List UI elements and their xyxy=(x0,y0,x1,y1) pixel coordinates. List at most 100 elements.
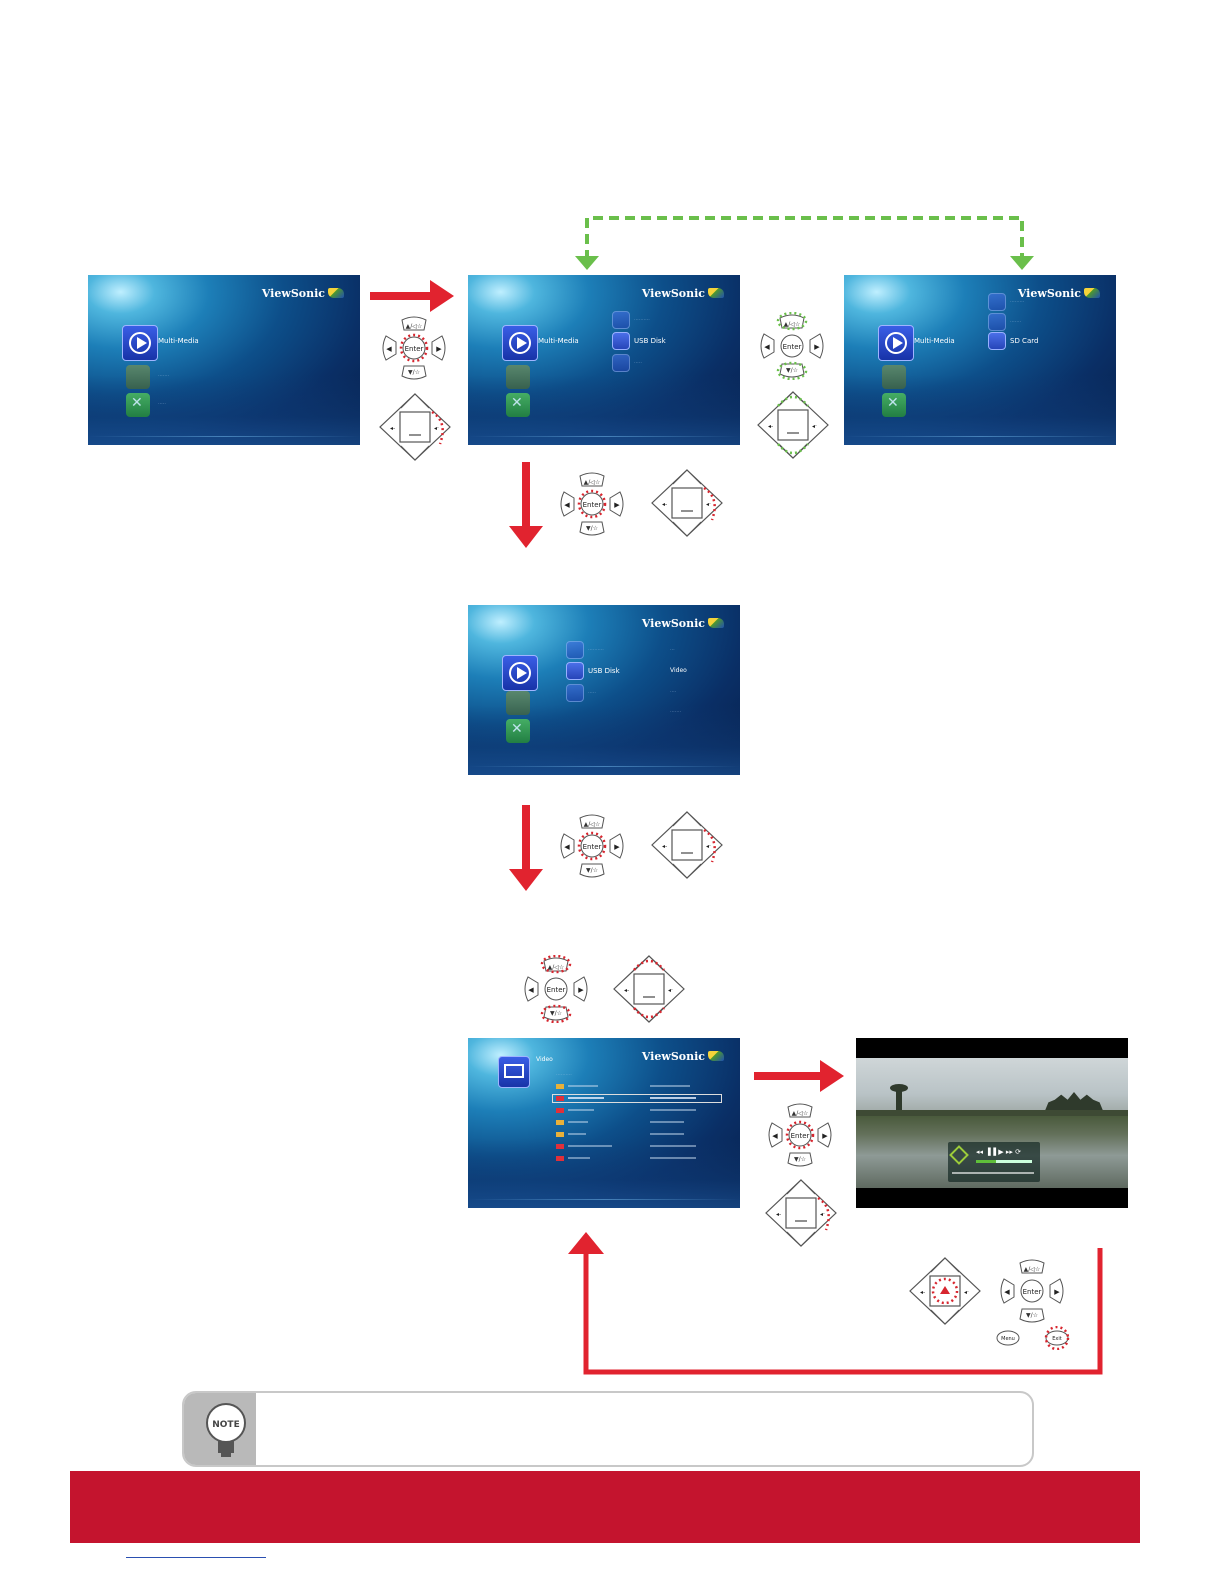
footer-link-underline xyxy=(126,1557,266,1558)
list-item[interactable] xyxy=(568,1085,598,1087)
svg-text:◀: ◀ xyxy=(564,843,570,851)
svg-text:◀: ◀ xyxy=(564,501,570,509)
svg-text:Enter: Enter xyxy=(405,345,424,353)
svg-text:◂-: ◂- xyxy=(624,987,629,994)
pad-right[interactable]: ◂- ◂· xyxy=(650,468,724,538)
keypad-enter[interactable]: ▲/◁☆ ▼/☆ ◀ ▶ Enter xyxy=(996,1257,1068,1325)
multimedia-label: Multi-Media xyxy=(914,337,955,345)
multimedia-icon[interactable] xyxy=(878,325,914,361)
svg-text:▼/☆: ▼/☆ xyxy=(586,867,598,874)
svg-text:◂·: ◂· xyxy=(706,843,711,850)
video-playback-screen: ◂◂ ▐▐ ▶ ▸▸ ⟳ xyxy=(856,1038,1128,1208)
video-file-icon xyxy=(556,1096,564,1101)
usb-connection-icon[interactable] xyxy=(506,691,530,715)
multimedia-icon[interactable] xyxy=(122,325,158,361)
list-item[interactable] xyxy=(568,1133,586,1135)
internal-memory-icon[interactable] xyxy=(988,293,1006,311)
list-item[interactable] xyxy=(568,1109,594,1111)
internal-memory-icon[interactable] xyxy=(612,311,630,329)
usb-disk-label: USB Disk xyxy=(588,667,620,675)
selected-row[interactable] xyxy=(552,1094,722,1103)
svg-text:◂·: ◂· xyxy=(812,423,817,430)
svg-text:◀: ◀ xyxy=(386,345,392,353)
svg-text:◂-: ◂- xyxy=(662,843,667,850)
video-folder-icon xyxy=(498,1056,530,1088)
brand-logo: ViewSonic xyxy=(262,287,344,300)
exit-button[interactable]: Exit xyxy=(1042,1326,1072,1350)
svg-text:▶: ▶ xyxy=(578,986,584,994)
green-dashed-connector xyxy=(575,216,1034,270)
svg-text:Enter: Enter xyxy=(1023,1288,1042,1296)
svg-text:▼/☆: ▼/☆ xyxy=(586,525,598,532)
svg-text:▼/☆: ▼/☆ xyxy=(408,369,420,376)
svg-text:▲/◁☆: ▲/◁☆ xyxy=(406,323,423,330)
pad-center[interactable]: ◂- ◂· xyxy=(908,1256,982,1326)
folder-icon xyxy=(556,1084,564,1089)
keypad-enter[interactable]: ▲/◁☆ ▼/☆ ◀ ▶ Enter xyxy=(556,812,628,880)
usb-disk-icon[interactable] xyxy=(566,662,584,680)
pad-up-down[interactable]: ◂- ◂· xyxy=(612,954,686,1024)
svg-text:◂-: ◂- xyxy=(920,1289,925,1296)
svg-text:◂-: ◂- xyxy=(776,1211,781,1218)
svg-text:▼/☆: ▼/☆ xyxy=(786,367,798,374)
multimedia-icon[interactable] xyxy=(502,325,538,361)
list-item[interactable] xyxy=(568,1121,588,1123)
svg-text:▼/☆: ▼/☆ xyxy=(794,1156,806,1163)
settings-icon[interactable] xyxy=(882,393,906,417)
svg-text:◂-: ◂- xyxy=(390,425,395,432)
list-item[interactable] xyxy=(568,1145,612,1147)
svg-text:◂·: ◂· xyxy=(706,501,711,508)
svg-text:▼/☆: ▼/☆ xyxy=(1026,1312,1038,1319)
svg-text:▲/◁☆: ▲/◁☆ xyxy=(792,1110,809,1117)
pad-up-down[interactable]: ◂- ◂· xyxy=(756,390,830,460)
svg-text:▶: ▶ xyxy=(614,501,620,509)
usb-connection-icon[interactable] xyxy=(126,365,150,389)
svg-text:NOTE: NOTE xyxy=(212,1420,239,1430)
svg-text:Enter: Enter xyxy=(791,1132,810,1140)
pad-right[interactable]: ◂- ◂· xyxy=(764,1178,838,1248)
playback-controls[interactable]: ◂◂ ▐▐ ▶ ▸▸ ⟳ xyxy=(948,1142,1040,1182)
usb-disk-label: USB Disk xyxy=(634,337,666,345)
usb-disk-icon[interactable] xyxy=(612,332,630,350)
transport-icons[interactable]: ◂◂ ▐▐ ▶ ▸▸ ⟳ xyxy=(976,1148,1021,1156)
keypad-up-down[interactable]: ▲/◁☆ ▼/☆ ◀ ▶ Enter xyxy=(756,312,828,380)
nav-diamond-icon xyxy=(949,1145,969,1165)
multimedia-icon[interactable] xyxy=(502,655,538,691)
keypad-enter[interactable]: ▲/◁☆ ▼/☆ ◀ ▶ Enter xyxy=(556,470,628,538)
red-arrow-down xyxy=(509,462,543,548)
svg-text:▶: ▶ xyxy=(614,843,620,851)
list-item[interactable] xyxy=(568,1157,590,1159)
keypad-enter[interactable]: ▲/◁☆ ▼/☆ ◀ ▶ Enter xyxy=(378,314,450,382)
usb-disk-icon[interactable] xyxy=(988,313,1006,331)
svg-text:▶: ▶ xyxy=(814,343,820,351)
multimedia-label: Multi-Media xyxy=(538,337,579,345)
usb-connection-icon[interactable] xyxy=(882,365,906,389)
red-arrow-right xyxy=(370,280,454,312)
internal-memory-icon[interactable] xyxy=(566,641,584,659)
svg-text:▶: ▶ xyxy=(1054,1288,1060,1296)
sd-card-icon[interactable] xyxy=(988,332,1006,350)
svg-text:Enter: Enter xyxy=(583,843,602,851)
pad-right[interactable]: ◂- ◂· xyxy=(650,810,724,880)
sd-card-icon[interactable] xyxy=(566,684,584,702)
svg-text:▶: ▶ xyxy=(822,1132,828,1140)
settings-icon[interactable] xyxy=(506,719,530,743)
progress-bar[interactable] xyxy=(976,1160,996,1163)
folder-icon xyxy=(556,1132,564,1137)
svg-text:◂-: ◂- xyxy=(768,423,773,430)
keypad-enter[interactable]: ▲/◁☆ ▼/☆ ◀ ▶ Enter xyxy=(764,1101,836,1169)
svg-text:Menu: Menu xyxy=(1001,1336,1015,1342)
svg-text:▲/◁☆: ▲/◁☆ xyxy=(584,479,601,486)
sd-card-icon[interactable] xyxy=(612,354,630,372)
usb-connection-icon[interactable] xyxy=(506,365,530,389)
multimedia-label: Multi-Media xyxy=(158,337,199,345)
red-return-arrow xyxy=(568,1232,1103,1375)
menu-button[interactable]: Menu xyxy=(994,1328,1022,1348)
settings-icon[interactable] xyxy=(126,393,150,417)
video-type-label[interactable]: Video xyxy=(670,667,687,674)
pad-right[interactable]: ◂- ◂· xyxy=(378,392,452,462)
settings-icon[interactable] xyxy=(506,393,530,417)
svg-text:◀: ◀ xyxy=(1004,1288,1010,1296)
svg-text:Exit: Exit xyxy=(1052,1336,1062,1342)
keypad-up-down[interactable]: ▲/◁☆ ▼/☆ ◀ ▶ Enter xyxy=(520,955,592,1023)
